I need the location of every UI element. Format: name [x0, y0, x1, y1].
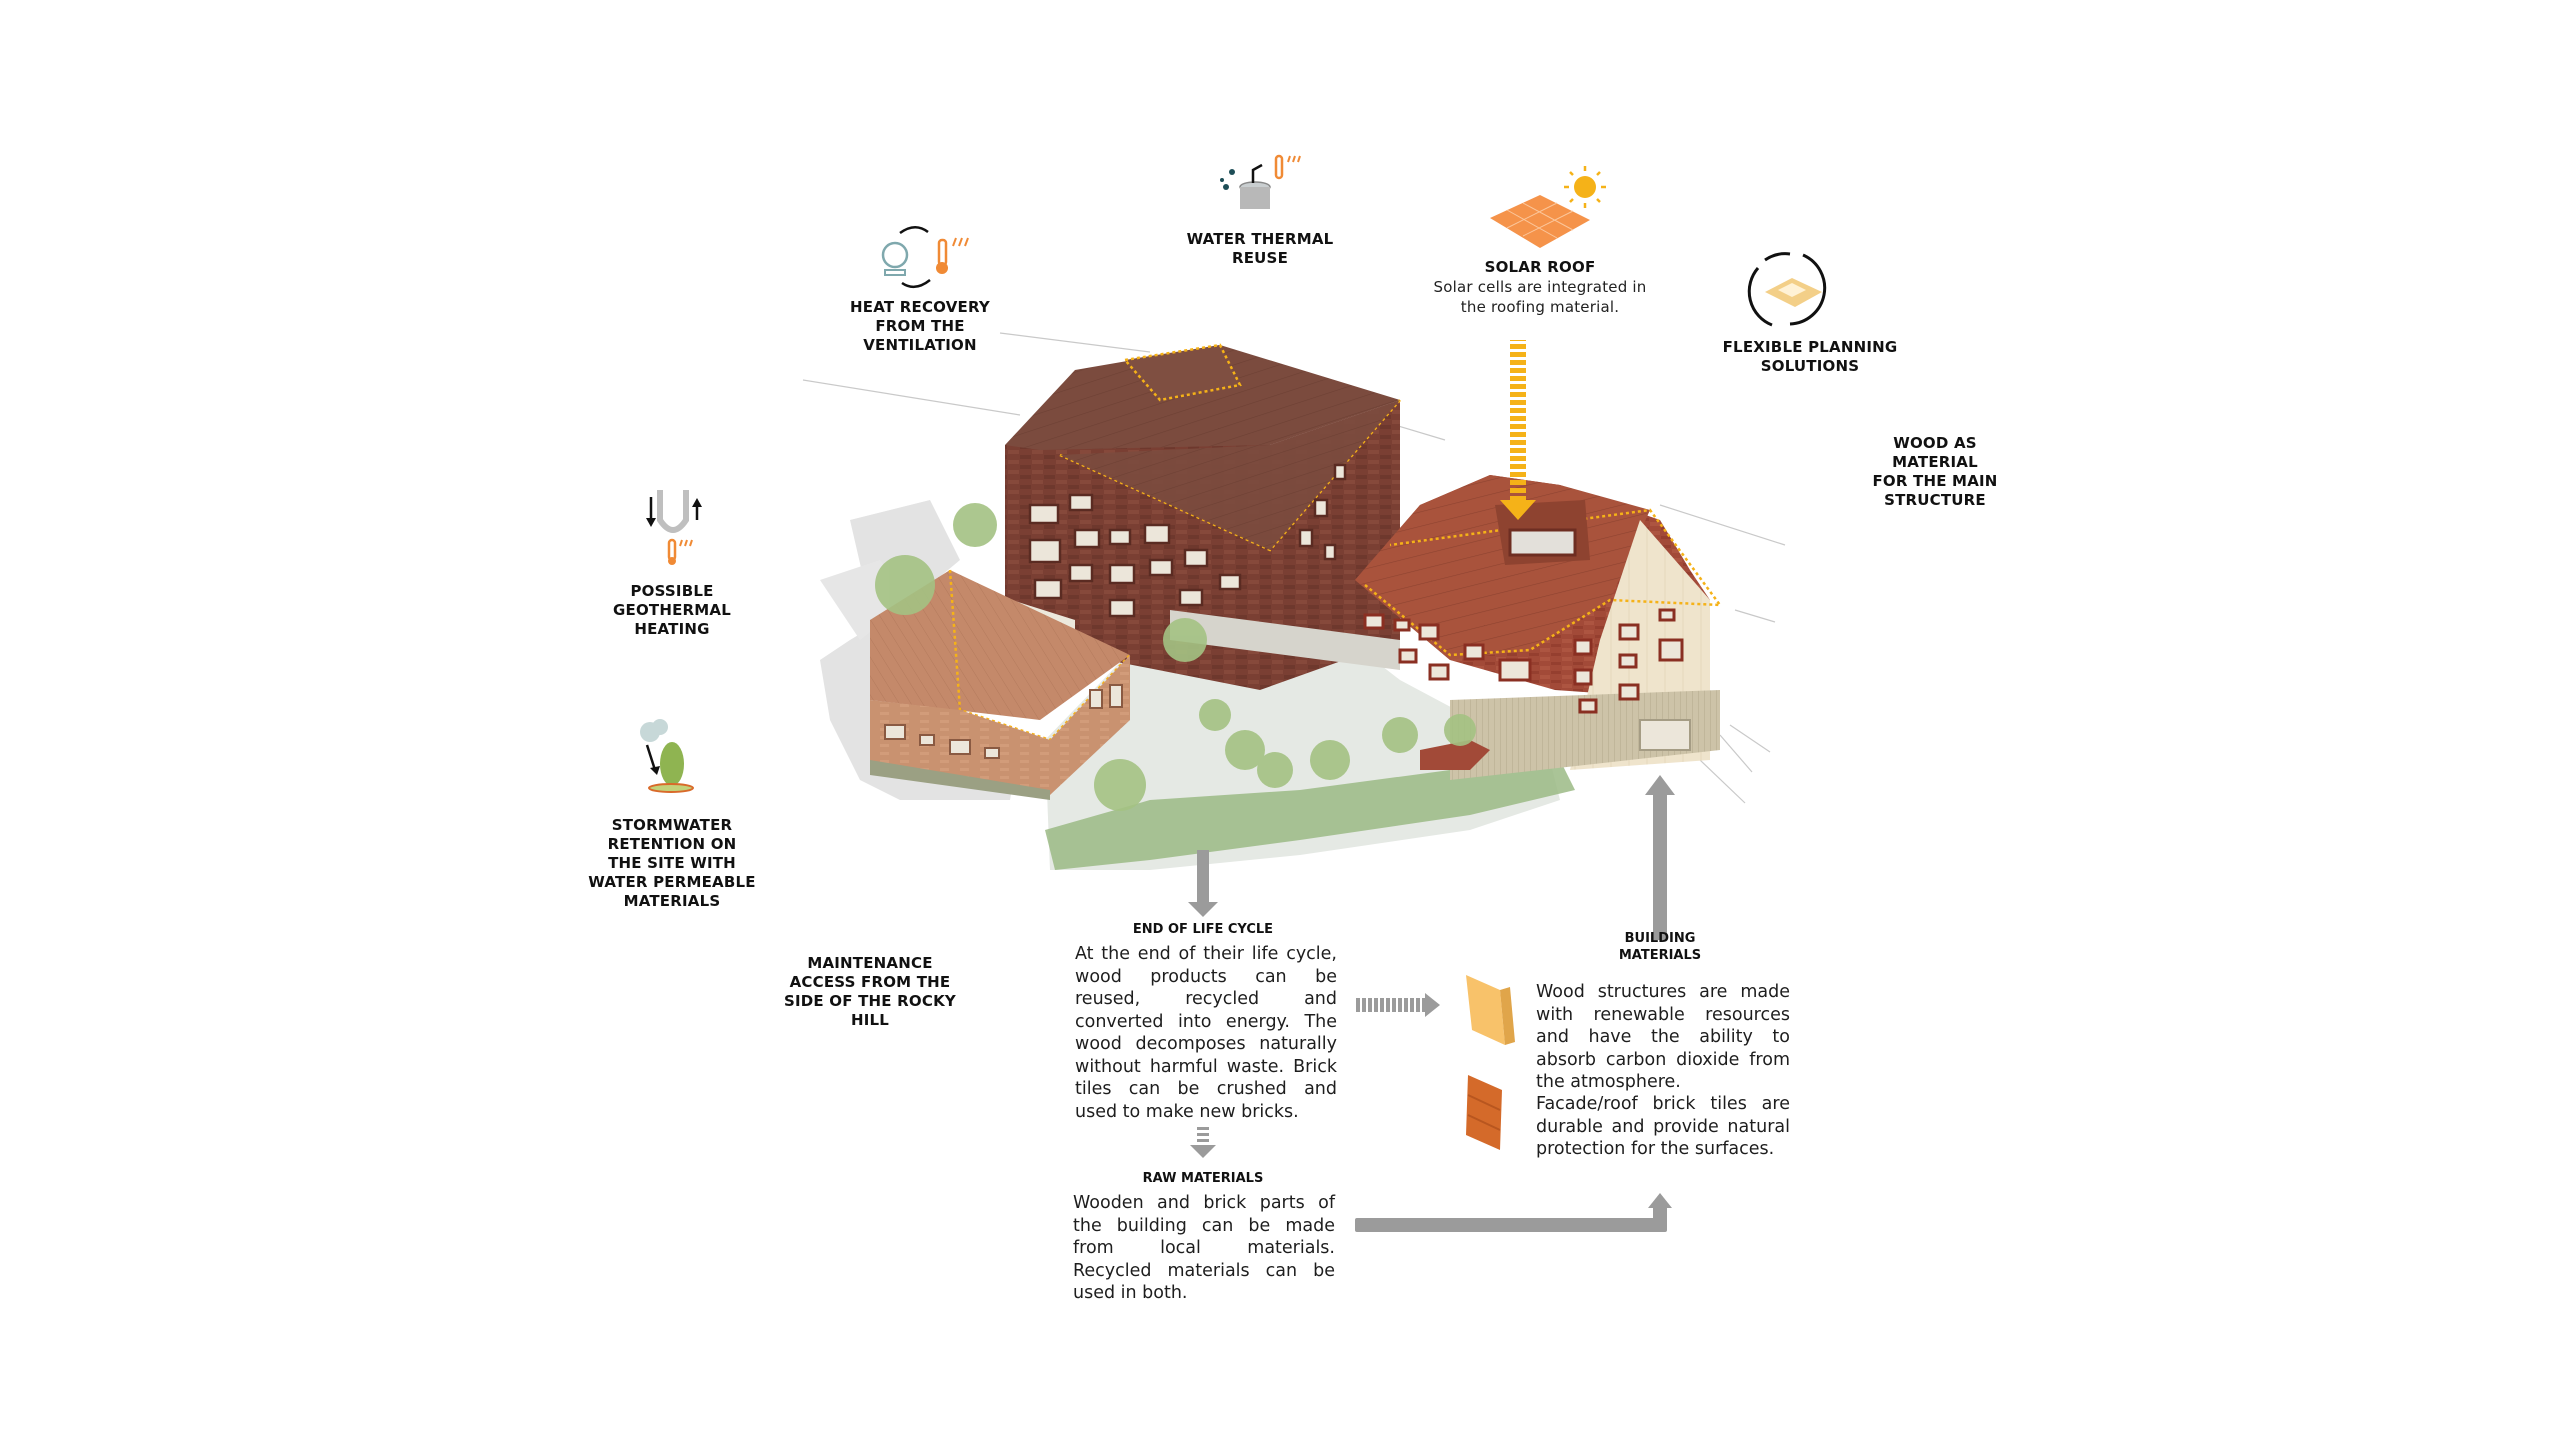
callout-heat-recovery: HEAT RECOVERY FROM THE VENTILATION: [850, 298, 990, 354]
callout-water-thermal-reuse: WATER THERMAL REUSE: [1186, 230, 1334, 267]
main-building-dark: [1005, 343, 1401, 690]
callout-stormwater: STORMWATER RETENTION ON THE SITE WITH WA…: [588, 816, 756, 910]
callout-solar-roof: SOLAR ROOF Solar cells are integrated in…: [1433, 258, 1647, 316]
vegetation-strip: [1045, 760, 1575, 870]
brick-tile-icon: [1466, 1075, 1502, 1150]
dashed-arrow-right: [1354, 993, 1440, 1017]
up-arrow-building-materials: [1653, 790, 1667, 940]
trees: [875, 503, 1476, 811]
building-material-brick-text: Facade/roof brick tiles are durable and …: [1536, 1094, 1790, 1159]
down-arrow-end-of-life: [1197, 850, 1209, 905]
callout-wood-material: WOOD AS MATERIAL FOR THE MAIN STRUCTURE: [1872, 434, 1998, 509]
raw-materials-title: RAW MATERIALS: [1142, 1171, 1264, 1186]
elbow-arrow: [1355, 1193, 1672, 1232]
wood-panel-icon: [1466, 975, 1515, 1045]
callout-flexible-planning: FLEXIBLE PLANNING SOLUTIONS: [1722, 338, 1898, 375]
callout-maintenance: MAINTENANCE ACCESS FROM THE SIDE OF THE …: [784, 954, 956, 1029]
end-of-life-text: At the end of their life cycle, wood pro…: [1075, 944, 1337, 1122]
end-of-life-title: END OF LIFE CYCLE: [1132, 922, 1274, 937]
flow-arrows: [1188, 775, 1675, 1232]
fan-thermometer-cycle-icon: [881, 226, 969, 289]
solar-panel-sun-icon: [1490, 166, 1606, 248]
solar-down-arrow: [1500, 340, 1536, 520]
modular-floorplan-cycle-icon: [1747, 252, 1827, 327]
geothermal-pipe-icon: [646, 490, 702, 565]
leader-lines: [802, 332, 1786, 804]
building-materials-title: BUILDING MATERIALS: [1618, 931, 1702, 963]
rain-tree-icon: [640, 719, 694, 793]
building-material-wood-text: Wood structures are made with renewable …: [1536, 982, 1790, 1092]
small-kiosk: [1420, 740, 1490, 770]
right-building: [1355, 475, 1723, 780]
callout-geothermal: POSSIBLE GEOTHERMAL HEATING: [613, 582, 731, 638]
water-tank-thermometer-icon: [1220, 154, 1301, 209]
raw-materials-text: Wooden and brick parts of the building c…: [1073, 1193, 1335, 1303]
small-dashed-down-arrow: [1190, 1127, 1216, 1158]
small-building-left: [870, 569, 1131, 800]
